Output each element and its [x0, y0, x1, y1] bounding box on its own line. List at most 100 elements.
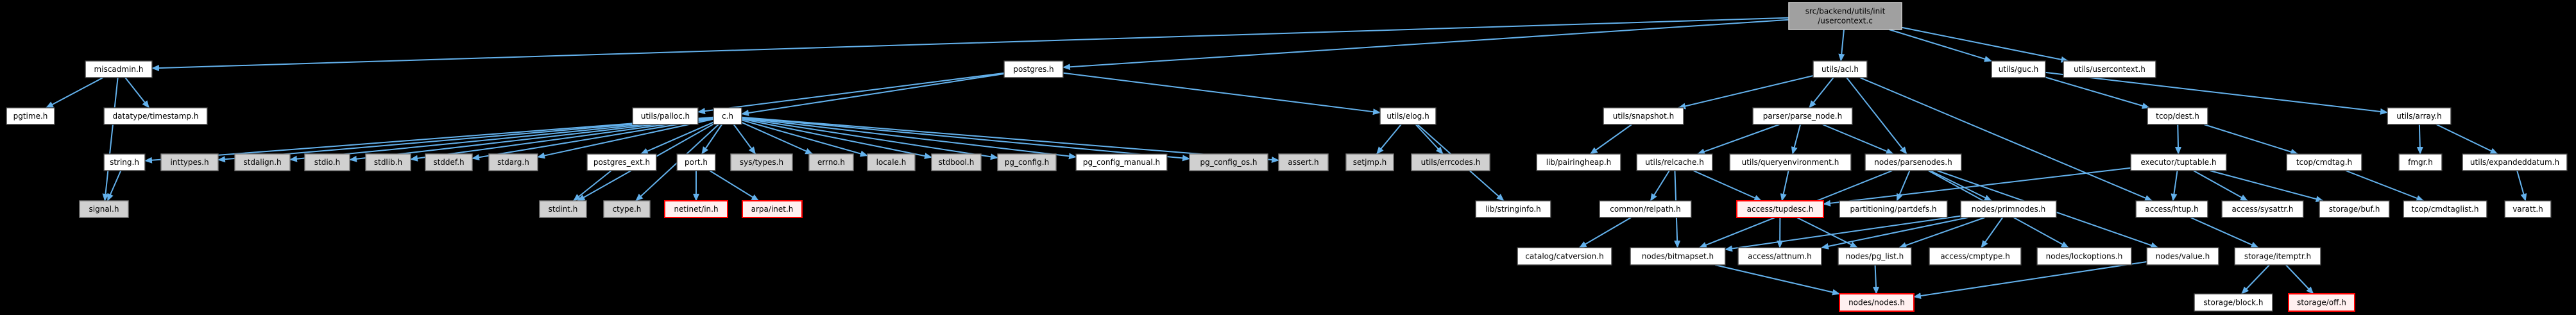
graph-node-bitmapset[interactable]: nodes/bitmapset.h [1630, 247, 1726, 266]
graph-node-lockoptions[interactable]: nodes/lockoptions.h [2036, 247, 2132, 266]
graph-node-sys_types[interactable]: sys/types.h [730, 153, 793, 171]
graph-node-catversion[interactable]: catalog/catversion.h [1517, 247, 1612, 266]
graph-node-postgres[interactable]: postgres.h [1003, 60, 1064, 78]
graph-node-label: inttypes.h [170, 158, 209, 167]
graph-node-expandeddatum[interactable]: utils/expandeddatum.h [2462, 153, 2568, 171]
graph-node-label: nodes/nodes.h [1848, 298, 1905, 307]
include-edge-parsenodes-primnodes [1930, 170, 1992, 201]
graph-node-label: assert.h [1288, 158, 1318, 167]
graph-node-usercontext_h[interactable]: utils/usercontext.h [2063, 60, 2156, 78]
graph-node-errcodes[interactable]: utils/errcodes.h [1411, 153, 1490, 171]
include-edge-c-pg_config_manual [741, 117, 1077, 160]
graph-node-label: storage/off.h [2297, 298, 2346, 307]
graph-node-label: pg_config.h [1005, 158, 1049, 167]
graph-node-snapshot[interactable]: utils/snapshot.h [1603, 107, 1684, 125]
graph-node-varatt[interactable]: varatt.h [2504, 200, 2552, 218]
graph-node-pg_config_os[interactable]: pg_config_os.h [1189, 153, 1268, 171]
include-edge-usercontext_c-acl [1838, 29, 1845, 62]
graph-node-dest[interactable]: tcop/dest.h [2147, 107, 2208, 125]
graph-node-locale[interactable]: locale.h [867, 153, 916, 171]
graph-node-pg_list[interactable]: nodes/pg_list.h [1838, 247, 1912, 266]
graph-node-value[interactable]: nodes/value.h [2146, 247, 2219, 266]
graph-node-arpa_inet[interactable]: arpa/inet.h [742, 200, 803, 218]
include-edge-miscadmin-timestamp [124, 77, 150, 108]
include-edge-relcache-tupdesc [1693, 170, 1762, 201]
include-edge-primnodes-attnum [1821, 217, 1968, 250]
include-edge-c-string [144, 116, 714, 164]
graph-node-cmdtaglist[interactable]: tcop/cmdtaglist.h [2403, 200, 2487, 218]
graph-node-postgres_ext[interactable]: postgres_ext.h [586, 153, 657, 171]
graph-node-elog[interactable]: utils/elog.h [1379, 107, 1437, 125]
graph-node-label: pgtime.h [13, 112, 48, 121]
graph-node-signal[interactable]: signal.h [79, 200, 129, 218]
include-edge-itemptr-off [2285, 264, 2314, 294]
graph-node-htup[interactable]: access/htup.h [2135, 200, 2208, 218]
graph-node-label: utils/expandeddatum.h [2470, 158, 2559, 167]
graph-node-parsenodes[interactable]: nodes/parsenodes.h [1864, 153, 1962, 171]
graph-node-pgtime[interactable]: pgtime.h [6, 107, 55, 125]
include-edge-c-port [701, 124, 722, 155]
graph-node-stringinfo[interactable]: lib/stringinfo.h [1475, 200, 1551, 218]
graph-node-assert[interactable]: assert.h [1278, 153, 1329, 171]
graph-node-palloc[interactable]: utils/palloc.h [632, 107, 699, 125]
graph-node-pg_config[interactable]: pg_config.h [997, 153, 1057, 171]
graph-node-cmptype[interactable]: access/cmptype.h [1929, 247, 2022, 266]
graph-node-relpath[interactable]: common/relpath.h [1599, 200, 1692, 218]
graph-node-label: sys/types.h [740, 158, 783, 167]
graph-node-label: utils/snapshot.h [1613, 112, 1674, 121]
include-edge-queryenv-tupdesc [1780, 170, 1789, 201]
graph-node-stddef[interactable]: stddef.h [425, 153, 473, 171]
graph-node-buf[interactable]: storage/buf.h [2319, 200, 2390, 218]
include-edge-parse_node-queryenv [1791, 124, 1802, 155]
graph-node-off[interactable]: storage/off.h [2288, 293, 2355, 312]
graph-node-string[interactable]: string.h [103, 153, 146, 171]
graph-node-netinet_in[interactable]: netinet/in.h [664, 200, 728, 218]
graph-node-fmgr[interactable]: fmgr.h [2398, 153, 2443, 171]
graph-node-array[interactable]: utils/array.h [2387, 107, 2452, 125]
graph-node-stdlib[interactable]: stdlib.h [365, 153, 411, 171]
graph-node-parse_node[interactable]: parser/parse_node.h [1752, 107, 1853, 125]
include-edge-itemptr-block [2241, 264, 2270, 294]
graph-node-c[interactable]: c.h [713, 107, 742, 125]
graph-node-stdio[interactable]: stdio.h [304, 153, 350, 171]
graph-node-block[interactable]: storage/block.h [2194, 293, 2273, 312]
graph-node-cmdtag[interactable]: tcop/cmdtag.h [2286, 153, 2362, 171]
graph-node-timestamp[interactable]: datatype/timestamp.h [103, 107, 208, 125]
graph-node-port[interactable]: port.h [676, 153, 716, 171]
graph-node-primnodes[interactable]: nodes/primnodes.h [1960, 200, 2057, 218]
graph-node-pg_config_manual[interactable]: pg_config_manual.h [1075, 153, 1168, 171]
graph-node-queryenv[interactable]: utils/queryenvironment.h [1729, 153, 1852, 171]
include-edge-bitmapset-nodes [1714, 264, 1840, 296]
graph-node-label: stdio.h [314, 158, 340, 167]
graph-node-inttypes[interactable]: inttypes.h [160, 153, 219, 171]
graph-node-label: nodes/primnodes.h [1972, 205, 2045, 214]
graph-node-errno[interactable]: errno.h [808, 153, 854, 171]
include-edge-miscadmin-signal [102, 77, 119, 201]
graph-node-acl[interactable]: utils/acl.h [1813, 60, 1868, 78]
graph-node-ctype[interactable]: ctype.h [603, 200, 651, 218]
graph-node-sysattr[interactable]: access/sysattr.h [2221, 200, 2304, 218]
graph-node-label: common/relpath.h [1610, 205, 1680, 214]
graph-node-stdint[interactable]: stdint.h [539, 200, 587, 218]
graph-node-pairingheap[interactable]: lib/pairingheap.h [1536, 153, 1621, 171]
graph-node-guc[interactable]: utils/guc.h [1991, 60, 2046, 78]
include-edge-parse_node-relcache [1697, 124, 1780, 155]
graph-node-partdefs[interactable]: partitioning/partdefs.h [1839, 200, 1948, 218]
graph-node-stdarg[interactable]: stdarg.h [488, 153, 538, 171]
graph-node-tupdesc[interactable]: access/tupdesc.h [1736, 200, 1824, 218]
graph-node-nodes[interactable]: nodes/nodes.h [1839, 293, 1915, 312]
graph-node-label: tcop/dest.h [2156, 112, 2199, 121]
graph-node-stdbool[interactable]: stdbool.h [931, 153, 982, 171]
graph-node-itemptr[interactable]: storage/itemptr.h [2234, 247, 2321, 266]
include-edge-array-expandeddatum [2435, 124, 2498, 155]
graph-node-label: utils/acl.h [1821, 65, 1859, 74]
include-edge-guc-dest [2045, 76, 2150, 109]
graph-node-label: storage/block.h [2204, 298, 2264, 307]
graph-node-attnum[interactable]: access/attnum.h [1737, 247, 1822, 266]
graph-node-stdalign[interactable]: stdalign.h [234, 153, 291, 171]
graph-node-tuptable[interactable]: executor/tuptable.h [2130, 153, 2227, 171]
graph-node-setjmp[interactable]: setjmp.h [1345, 153, 1394, 171]
graph-node-label: stdarg.h [497, 158, 529, 167]
graph-node-miscadmin[interactable]: miscadmin.h [85, 60, 153, 78]
graph-node-relcache[interactable]: utils/relcache.h [1636, 153, 1713, 171]
